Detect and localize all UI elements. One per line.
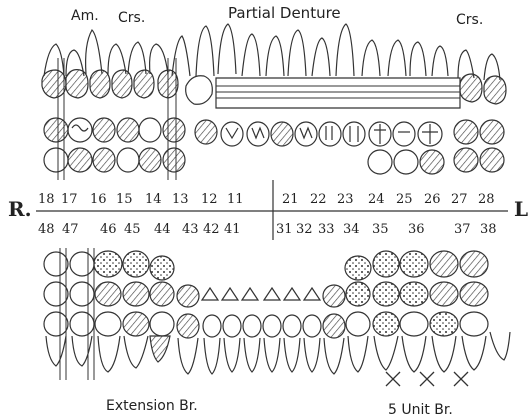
right-side-label: R. <box>8 197 32 221</box>
tooth-number: 47 <box>62 222 79 237</box>
crowns-label-left: Crs. <box>118 10 145 26</box>
tooth-number: 37 <box>454 222 471 237</box>
lower-occlusal-row <box>44 282 488 307</box>
tooth-number: 17 <box>61 192 78 207</box>
upper-buccal-row <box>42 70 506 108</box>
tooth-number: 48 <box>38 222 55 237</box>
tooth-number: 18 <box>38 192 55 207</box>
lower-number-row: 48 47 46 45 44 43 42 41 31 32 33 34 35 3… <box>38 222 497 237</box>
lower-roots <box>46 332 510 374</box>
tooth-number: 36 <box>408 222 425 237</box>
extraction-marks <box>386 372 468 386</box>
tooth-number: 46 <box>100 222 117 237</box>
tooth-number: 11 <box>227 192 244 207</box>
tooth-number: 25 <box>396 192 413 207</box>
upper-lingual-row <box>44 148 504 174</box>
tooth-number: 24 <box>368 192 385 207</box>
left-side-label: L <box>514 197 528 221</box>
lower-buccal-row <box>44 312 488 338</box>
tooth-number: 33 <box>318 222 335 237</box>
five-unit-bridge-label: 5 Unit Br. <box>388 402 453 418</box>
tooth-number: 44 <box>154 222 171 237</box>
tooth-number: 41 <box>224 222 241 237</box>
tooth-number: 15 <box>116 192 133 207</box>
tooth-number: 12 <box>201 192 218 207</box>
upper-roots <box>44 24 500 80</box>
tooth-number: 13 <box>172 192 189 207</box>
tooth-number: 38 <box>480 222 497 237</box>
tooth-number: 21 <box>282 192 299 207</box>
tooth-number: 14 <box>145 192 162 207</box>
tooth-number: 32 <box>296 222 313 237</box>
amalgam-label: Am. <box>71 8 99 24</box>
lower-lingual-row <box>44 251 488 280</box>
tooth-number: 45 <box>124 222 141 237</box>
partial-denture-label: Partial Denture <box>228 4 341 22</box>
tooth-number: 23 <box>337 192 354 207</box>
tooth-number: 35 <box>372 222 389 237</box>
tooth-number: 34 <box>343 222 360 237</box>
tooth-number: 22 <box>310 192 327 207</box>
tooth-number: 26 <box>424 192 441 207</box>
upper-occlusal-row <box>44 118 504 146</box>
tooth-number: 16 <box>90 192 107 207</box>
tooth-number: 28 <box>478 192 495 207</box>
tooth-number: 42 <box>203 222 220 237</box>
tooth-number: 31 <box>276 222 293 237</box>
extension-bridge-label: Extension Br. <box>106 398 198 414</box>
upper-number-row: 18 17 16 15 14 13 12 11 21 22 23 24 25 2… <box>38 192 495 207</box>
tooth-number: 27 <box>451 192 468 207</box>
tooth-number: 43 <box>182 222 199 237</box>
crowns-label-right: Crs. <box>456 12 483 28</box>
